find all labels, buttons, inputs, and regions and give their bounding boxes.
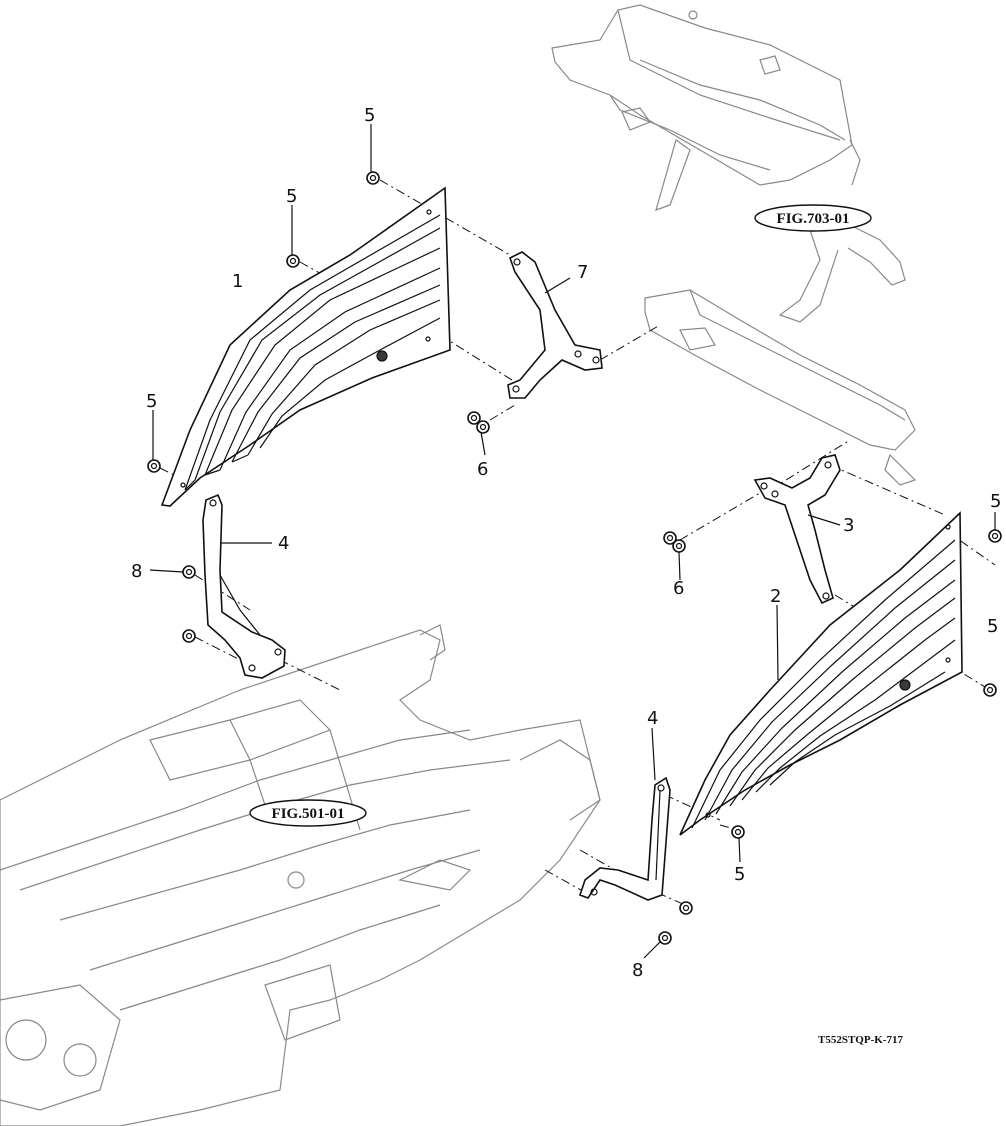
- bolt-5-left: [147, 459, 161, 473]
- callout-5: 5: [987, 616, 998, 637]
- upper-frame-ghost: [551, 4, 906, 323]
- figure-ref-upper-label: FIG.703-01: [777, 211, 850, 227]
- callout-5: 5: [364, 105, 375, 126]
- callout-6: 6: [477, 459, 488, 480]
- callout-7: 7: [577, 262, 588, 283]
- callout-3: 3: [843, 515, 854, 536]
- bolt-5-bottom: [731, 825, 745, 839]
- bolt-6-right-b: [672, 539, 686, 553]
- bolt-5-upper: [286, 254, 300, 268]
- figure-ref-upper: FIG.703-01: [754, 204, 872, 232]
- bracket-upper-left: [507, 251, 603, 399]
- bolt-6-right-a: [663, 531, 677, 545]
- callout-8: 8: [131, 561, 142, 582]
- callout-5: 5: [146, 391, 157, 412]
- callout-6: 6: [673, 578, 684, 599]
- bolt-5-right-top: [988, 529, 1002, 543]
- callout-4: 4: [647, 708, 658, 729]
- bolt-8-right-b: [658, 931, 672, 945]
- bolt-5-top: [366, 171, 380, 185]
- callout-labels: 5 5 1 5 6 7 4 8 3 6 5 2 5 4 5 8: [131, 105, 1001, 981]
- callout-1: 1: [232, 271, 243, 292]
- bolt-8-left-a: [182, 565, 196, 579]
- callout-4: 4: [278, 533, 289, 554]
- bolt-6-left-b: [476, 420, 490, 434]
- leader-lines: [149, 124, 996, 959]
- callout-5: 5: [286, 186, 297, 207]
- callout-8: 8: [632, 960, 643, 981]
- callout-2: 2: [770, 586, 781, 607]
- support-stay-left: [202, 493, 286, 679]
- bolts: [147, 171, 1002, 945]
- figure-ref-lower-label: FIG.501-01: [272, 806, 345, 822]
- fender-panel-right: [679, 511, 963, 836]
- bracket-lower-right: [753, 454, 841, 605]
- bolt-8-left-b: [182, 629, 196, 643]
- bolt-8-right-a: [679, 901, 693, 915]
- callout-5: 5: [734, 864, 745, 885]
- support-stay-right: [578, 776, 671, 901]
- figure-ref-lower: FIG.501-01: [249, 799, 367, 827]
- bolt-6-left-a: [467, 411, 481, 425]
- fender-panel-left: [160, 186, 451, 507]
- callout-5: 5: [990, 491, 1001, 512]
- cross-beam-ghost: [644, 289, 917, 486]
- lower-chassis-ghost: [0, 624, 601, 1126]
- bolt-5-right-mid: [983, 683, 997, 697]
- drawing-code: T552STQP-K-717: [818, 1034, 903, 1046]
